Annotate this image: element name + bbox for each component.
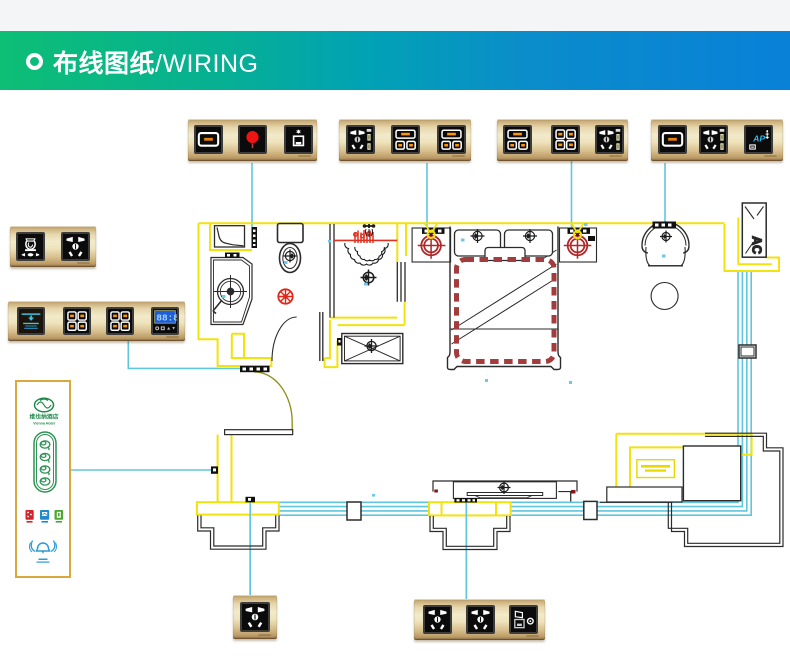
svg-text:维也纳酒店: 维也纳酒店	[29, 412, 58, 420]
svg-text:AC: AC	[750, 236, 764, 254]
svg-text:Vienna Hotel: Vienna Hotel	[33, 421, 55, 425]
